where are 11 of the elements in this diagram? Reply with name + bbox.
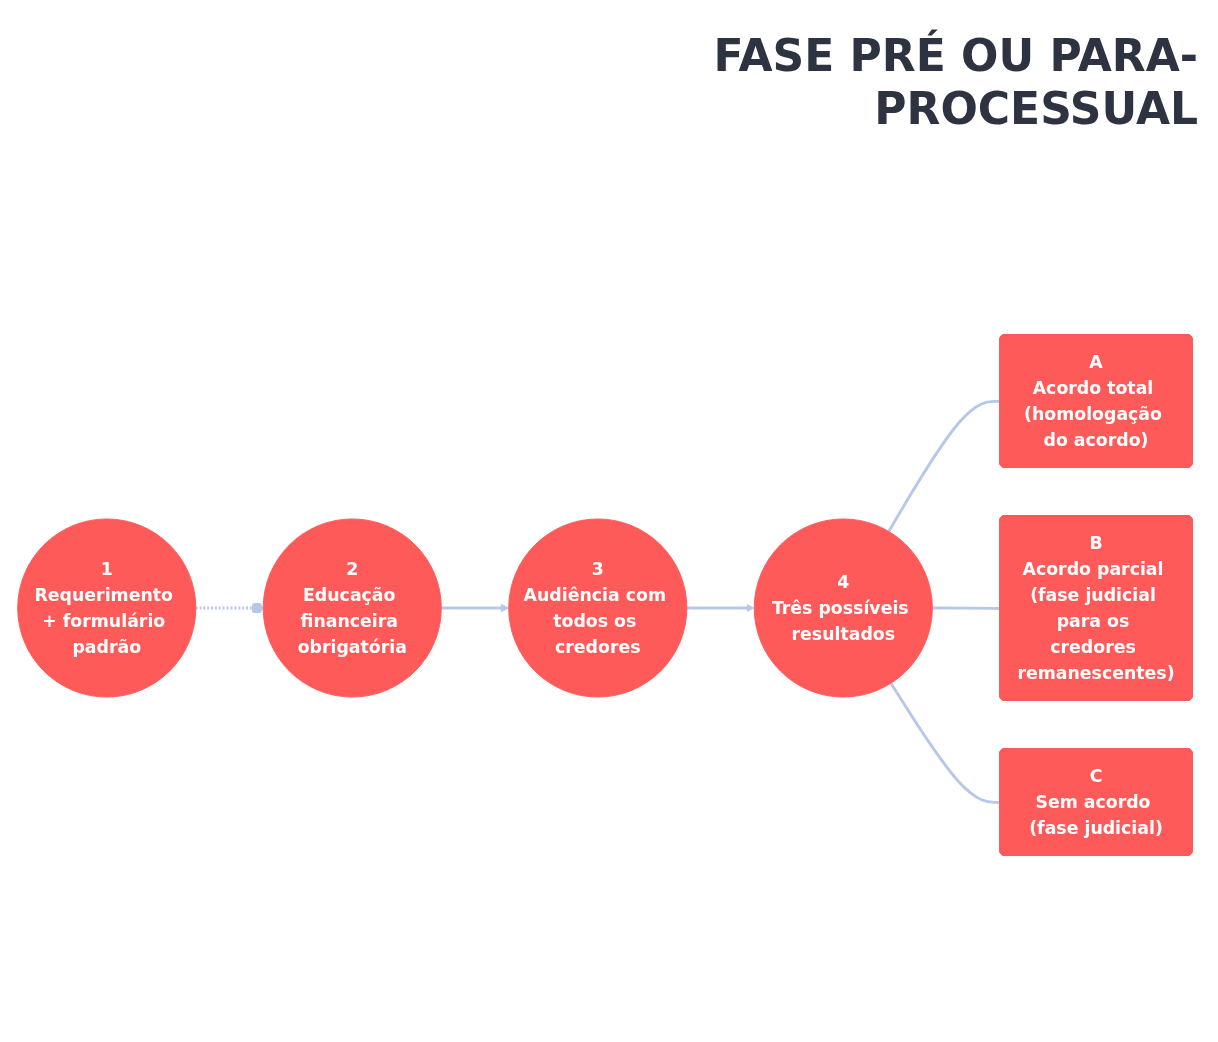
node-circle: 4 Três possíveis resultados (753, 518, 933, 698)
title: FASE PRÉ OU PARA-PROCESSUAL (712, 30, 1198, 136)
connector (889, 682, 1001, 804)
connector (932, 606, 1001, 610)
arrow (441, 603, 510, 613)
connector (195, 602, 264, 614)
arrow (686, 603, 755, 613)
connector (887, 399, 1001, 533)
node-circle: 1 Requerimento + formulário padrão (17, 518, 197, 698)
node-circle: 3 Audiência com todos os credores (508, 518, 688, 698)
node-circle: 2 Educação financeira obrigatória (262, 518, 442, 698)
